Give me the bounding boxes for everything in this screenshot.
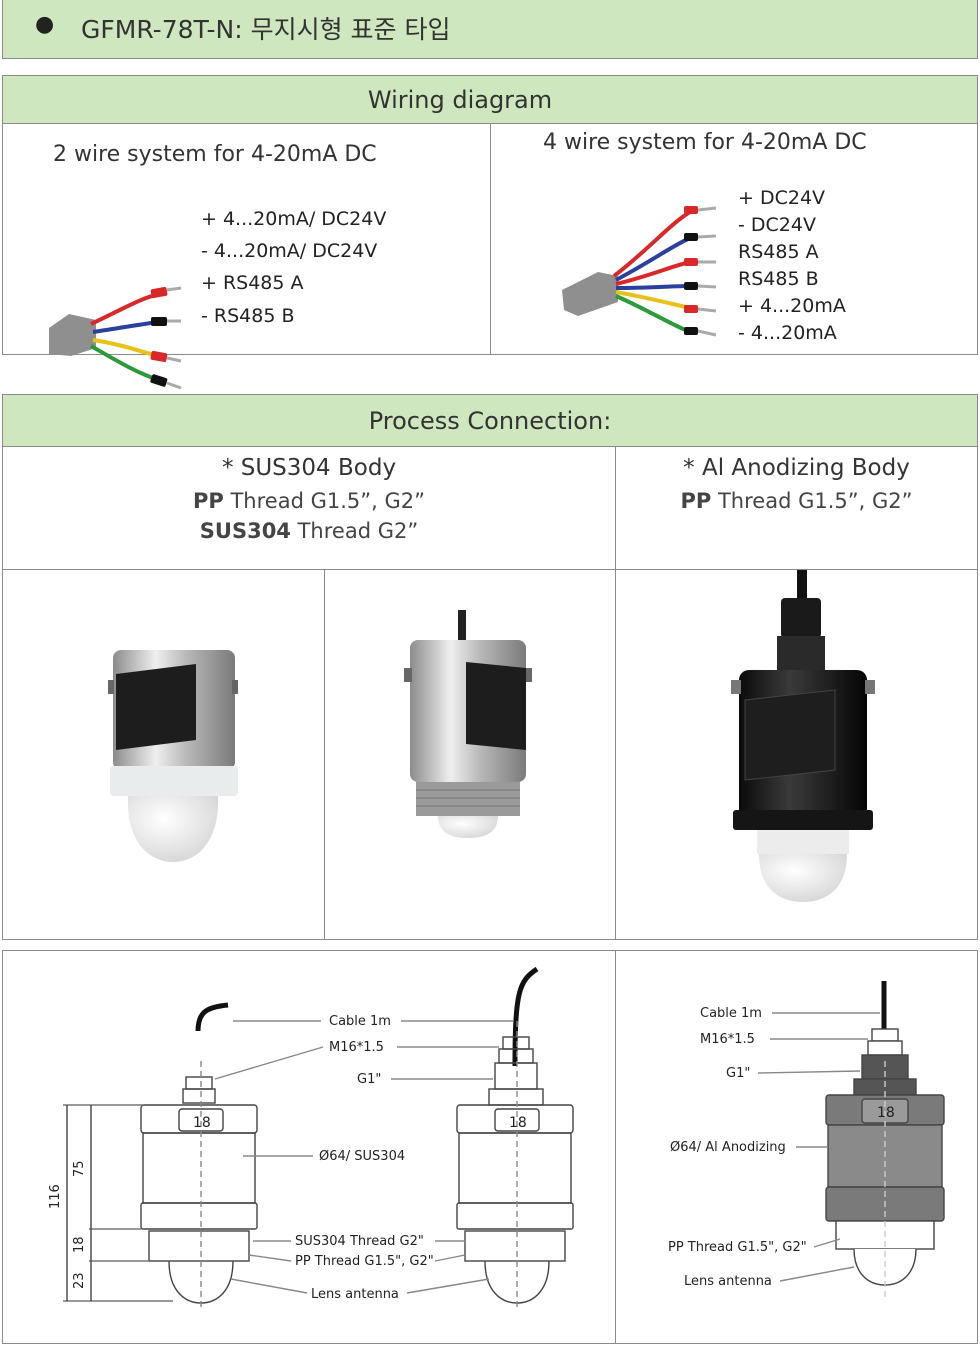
four-wire-caption: 4 wire system for 4-20mA DC	[543, 130, 867, 155]
sus-line2-rest: Thread G2”	[290, 519, 419, 543]
process-vdivider	[615, 447, 616, 939]
sus-line1: PP Thread G1.5”, G2”	[3, 489, 615, 513]
left-hex-b: 18	[509, 1115, 527, 1131]
four-wire-cable-image	[562, 206, 717, 337]
bullet: ●	[35, 12, 55, 37]
two-wire-label-2: - 4...20mA/ DC24V	[201, 240, 378, 262]
al-dimension-drawing: Cable 1m M16*1.5 G1" Ø64/ Al Anodizing P…	[668, 981, 945, 1301]
page-title: GFMR-78T-N: 무지시형 표준 타입	[81, 15, 451, 44]
two-wire-label-3: + RS485 A	[201, 272, 304, 294]
al-line1-rest: Thread G1.5”, G2”	[711, 489, 913, 513]
wiring-header-text: Wiring diagram	[367, 86, 553, 114]
sus304-dimension-drawing: Cable 1m M16*1.5 G1" Ø64/ SUS304 SUS304 …	[48, 966, 574, 1311]
wiring-section: Wiring diagram 2 wire system for 4-20mA …	[2, 75, 978, 390]
four-wire-label-2: - DC24V	[738, 214, 816, 236]
left-label-cable: Cable 1m	[329, 1014, 391, 1029]
right-label-lens: Lens antenna	[684, 1274, 772, 1289]
process-hdivider	[3, 569, 977, 570]
drawing-section: Cable 1m M16*1.5 G1" Ø64/ SUS304 SUS304 …	[2, 950, 978, 1344]
photo-sus304-thread	[404, 610, 532, 838]
right-label-cable: Cable 1m	[700, 1006, 762, 1021]
right-hex: 18	[877, 1105, 895, 1121]
sus-line2: SUS304 Thread G2”	[3, 519, 615, 543]
left-label-g1: G1"	[357, 1072, 381, 1087]
process-header-text: Process Connection:	[368, 407, 612, 435]
right-label-dia: Ø64/ Al Anodizing	[670, 1140, 786, 1155]
sus-line1-rest: Thread G1.5”, G2”	[223, 489, 425, 513]
four-wire-label-1: + DC24V	[738, 187, 826, 209]
sus-line2-bold: SUS304	[199, 519, 291, 543]
four-wire-label-3: RS485 A	[738, 241, 819, 263]
al-body-title: * Al Anodizing Body	[683, 455, 910, 481]
al-line1: PP Thread G1.5”, G2”	[616, 489, 977, 513]
four-wire-label-6: - 4...20mA	[738, 322, 837, 344]
left-label-pp-thread: PP Thread G1.5", G2"	[295, 1254, 434, 1269]
al-line1-bold: PP	[680, 489, 712, 513]
left-hex-a: 18	[193, 1115, 211, 1131]
al-body-block: * Al Anodizing Body PP Thread G1.5”, G2”	[616, 455, 977, 513]
left-label-dia: Ø64/ SUS304	[319, 1149, 405, 1164]
sus-body-title: * SUS304 Body	[221, 455, 397, 481]
left-dim-total: 116	[48, 1184, 63, 1209]
process-section: Process Connection: * SUS304 Body PP Thr…	[2, 394, 978, 940]
left-dim-thread: 18	[72, 1236, 87, 1253]
two-wire-label-1: + 4...20mA/ DC24V	[201, 208, 387, 230]
left-label-lens: Lens antenna	[311, 1287, 399, 1302]
two-wire-caption: 2 wire system for 4-20mA DC	[53, 142, 377, 167]
right-label-m16: M16*1.5	[700, 1032, 755, 1047]
photo-vdivider	[324, 569, 325, 939]
four-wire-label-4: RS485 B	[738, 268, 819, 290]
photo-sus304-pp	[108, 650, 238, 862]
right-label-pp-thread: PP Thread G1.5", G2"	[668, 1240, 807, 1255]
two-wire-cable-image	[49, 286, 182, 390]
two-wire-label-4: - RS485 B	[201, 305, 295, 327]
sus-line1-bold: PP	[193, 489, 224, 513]
left-label-sus-thread: SUS304 Thread G2"	[295, 1234, 424, 1249]
process-header: Process Connection:	[3, 395, 977, 447]
wiring-header: Wiring diagram	[3, 76, 977, 124]
four-wire-label-5: + 4...20mA	[738, 295, 846, 317]
title-bar: ● GFMR-78T-N: 무지시형 표준 타입	[2, 0, 978, 59]
photo-al-anodizing	[731, 570, 875, 902]
left-dim-lens: 23	[72, 1272, 87, 1289]
left-dim-body: 75	[72, 1160, 87, 1177]
left-label-m16: M16*1.5	[329, 1040, 384, 1055]
sus-body-block: * SUS304 Body PP Thread G1.5”, G2” SUS30…	[3, 455, 615, 543]
drawing-divider	[615, 951, 616, 1343]
right-label-g1: G1"	[726, 1066, 750, 1081]
wiring-divider	[490, 124, 491, 354]
